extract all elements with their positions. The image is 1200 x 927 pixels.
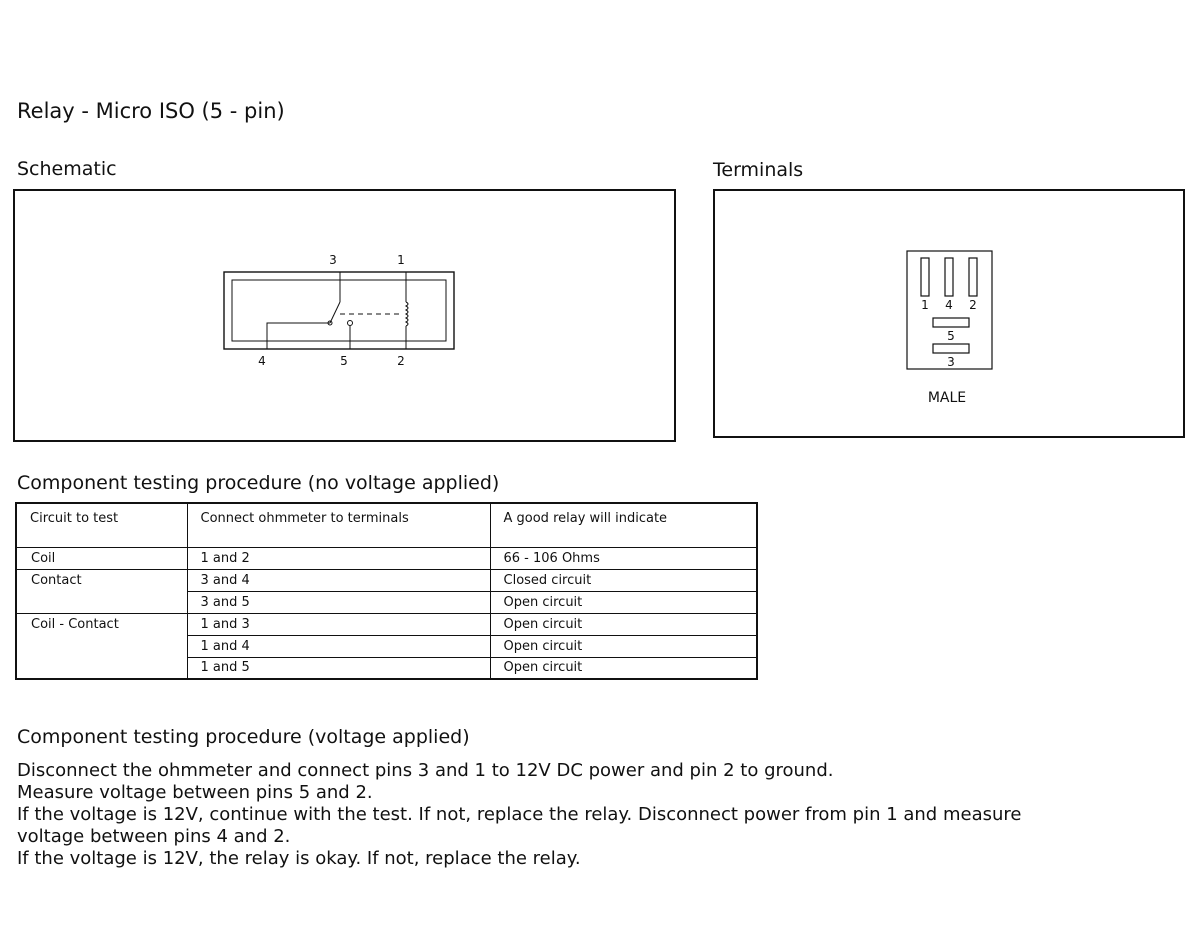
table-row: Coil 1 and 2 66 - 106 Ohms [15, 547, 758, 570]
schematic-panel: 3 1 4 5 2 [13, 189, 676, 442]
terminal-blade-pin5 [932, 317, 970, 328]
pin4-lead [266, 322, 330, 349]
terminals-cell: 3 and 5 [186, 591, 491, 614]
terminal-blade-pin1 [920, 257, 930, 297]
circuit-cell [15, 635, 188, 657]
instruction-line: Measure voltage between pins 5 and 2. [17, 782, 373, 803]
table-header-row: Circuit to test Connect ohmmeter to term… [15, 503, 758, 548]
coil-symbol [404, 301, 409, 327]
no-voltage-test-table: Circuit to test Connect ohmmeter to term… [15, 502, 758, 680]
schematic-label-pin2: 2 [397, 354, 405, 368]
terminal-layout-diagram: 1 4 2 5 3 MALE [906, 250, 993, 406]
no-contact [347, 320, 353, 326]
circuit-cell: Coil [15, 547, 188, 570]
column-header: Circuit to test [15, 503, 188, 548]
terminal-label-pin4: 4 [945, 298, 953, 312]
terminal-socket-outline [906, 250, 993, 370]
circuit-cell: Coil - Contact [15, 613, 188, 635]
circuit-cell [15, 591, 188, 614]
relay-outer-housing [223, 271, 455, 350]
terminals-cell: 1 and 3 [186, 613, 491, 636]
schematic-label-pin3: 3 [329, 253, 337, 267]
schematic-label-pin5: 5 [340, 354, 348, 368]
result-cell: Open circuit [489, 591, 758, 614]
switch-arm [329, 301, 341, 324]
table-row: 1 and 5 Open circuit [15, 657, 758, 679]
terminal-blade-pin2 [968, 257, 978, 297]
terminals-cell: 3 and 4 [186, 569, 491, 592]
schematic-label-pin1: 1 [397, 253, 405, 267]
relay-schematic-diagram: 3 1 4 5 2 [223, 253, 455, 368]
page-title: Relay - Micro ISO (5 - pin) [17, 99, 285, 123]
terminals-panel: 1 4 2 5 3 MALE [713, 189, 1185, 438]
column-header: Connect ohmmeter to terminals [186, 503, 491, 548]
voltage-procedure-heading: Component testing procedure (voltage app… [17, 726, 470, 748]
instruction-line: Disconnect the ohmmeter and connect pins… [17, 760, 834, 781]
table-row: Contact 3 and 4 Closed circuit [15, 569, 758, 592]
no-voltage-procedure-heading: Component testing procedure (no voltage … [17, 472, 500, 494]
result-cell: 66 - 106 Ohms [489, 547, 758, 570]
relay-inner-housing [231, 279, 447, 342]
instruction-line: If the voltage is 12V, continue with the… [17, 804, 1022, 847]
table-row: Coil - Contact 1 and 3 Open circuit [15, 613, 758, 636]
terminal-blade-pin4 [944, 257, 954, 297]
result-cell: Open circuit [489, 613, 758, 636]
terminal-label-pin3: 3 [947, 355, 955, 369]
terminals-cell: 1 and 4 [186, 635, 491, 658]
result-cell: Closed circuit [489, 569, 758, 592]
terminals-cell: 1 and 2 [186, 547, 491, 570]
result-cell: Open circuit [489, 635, 758, 658]
terminal-blade-pin3 [932, 343, 970, 354]
terminals-heading: Terminals [713, 159, 804, 181]
table-row: 3 and 5 Open circuit [15, 591, 758, 614]
voltage-procedure-instructions: Disconnect the ohmmeter and connect pins… [17, 760, 1167, 870]
terminal-label-pin1: 1 [921, 298, 929, 312]
terminal-label-pin5: 5 [947, 329, 955, 343]
terminal-label-pin2: 2 [969, 298, 977, 312]
circuit-cell: Contact [15, 569, 188, 591]
column-header: A good relay will indicate [489, 503, 758, 548]
schematic-heading: Schematic [17, 158, 117, 180]
table-row: 1 and 4 Open circuit [15, 635, 758, 658]
terminal-gender-label: MALE [928, 390, 966, 406]
circuit-cell [15, 657, 188, 679]
schematic-label-pin4: 4 [258, 354, 266, 368]
terminals-cell: 1 and 5 [186, 657, 491, 679]
result-cell: Open circuit [489, 657, 758, 679]
instruction-line: If the voltage is 12V, the relay is okay… [17, 848, 581, 869]
